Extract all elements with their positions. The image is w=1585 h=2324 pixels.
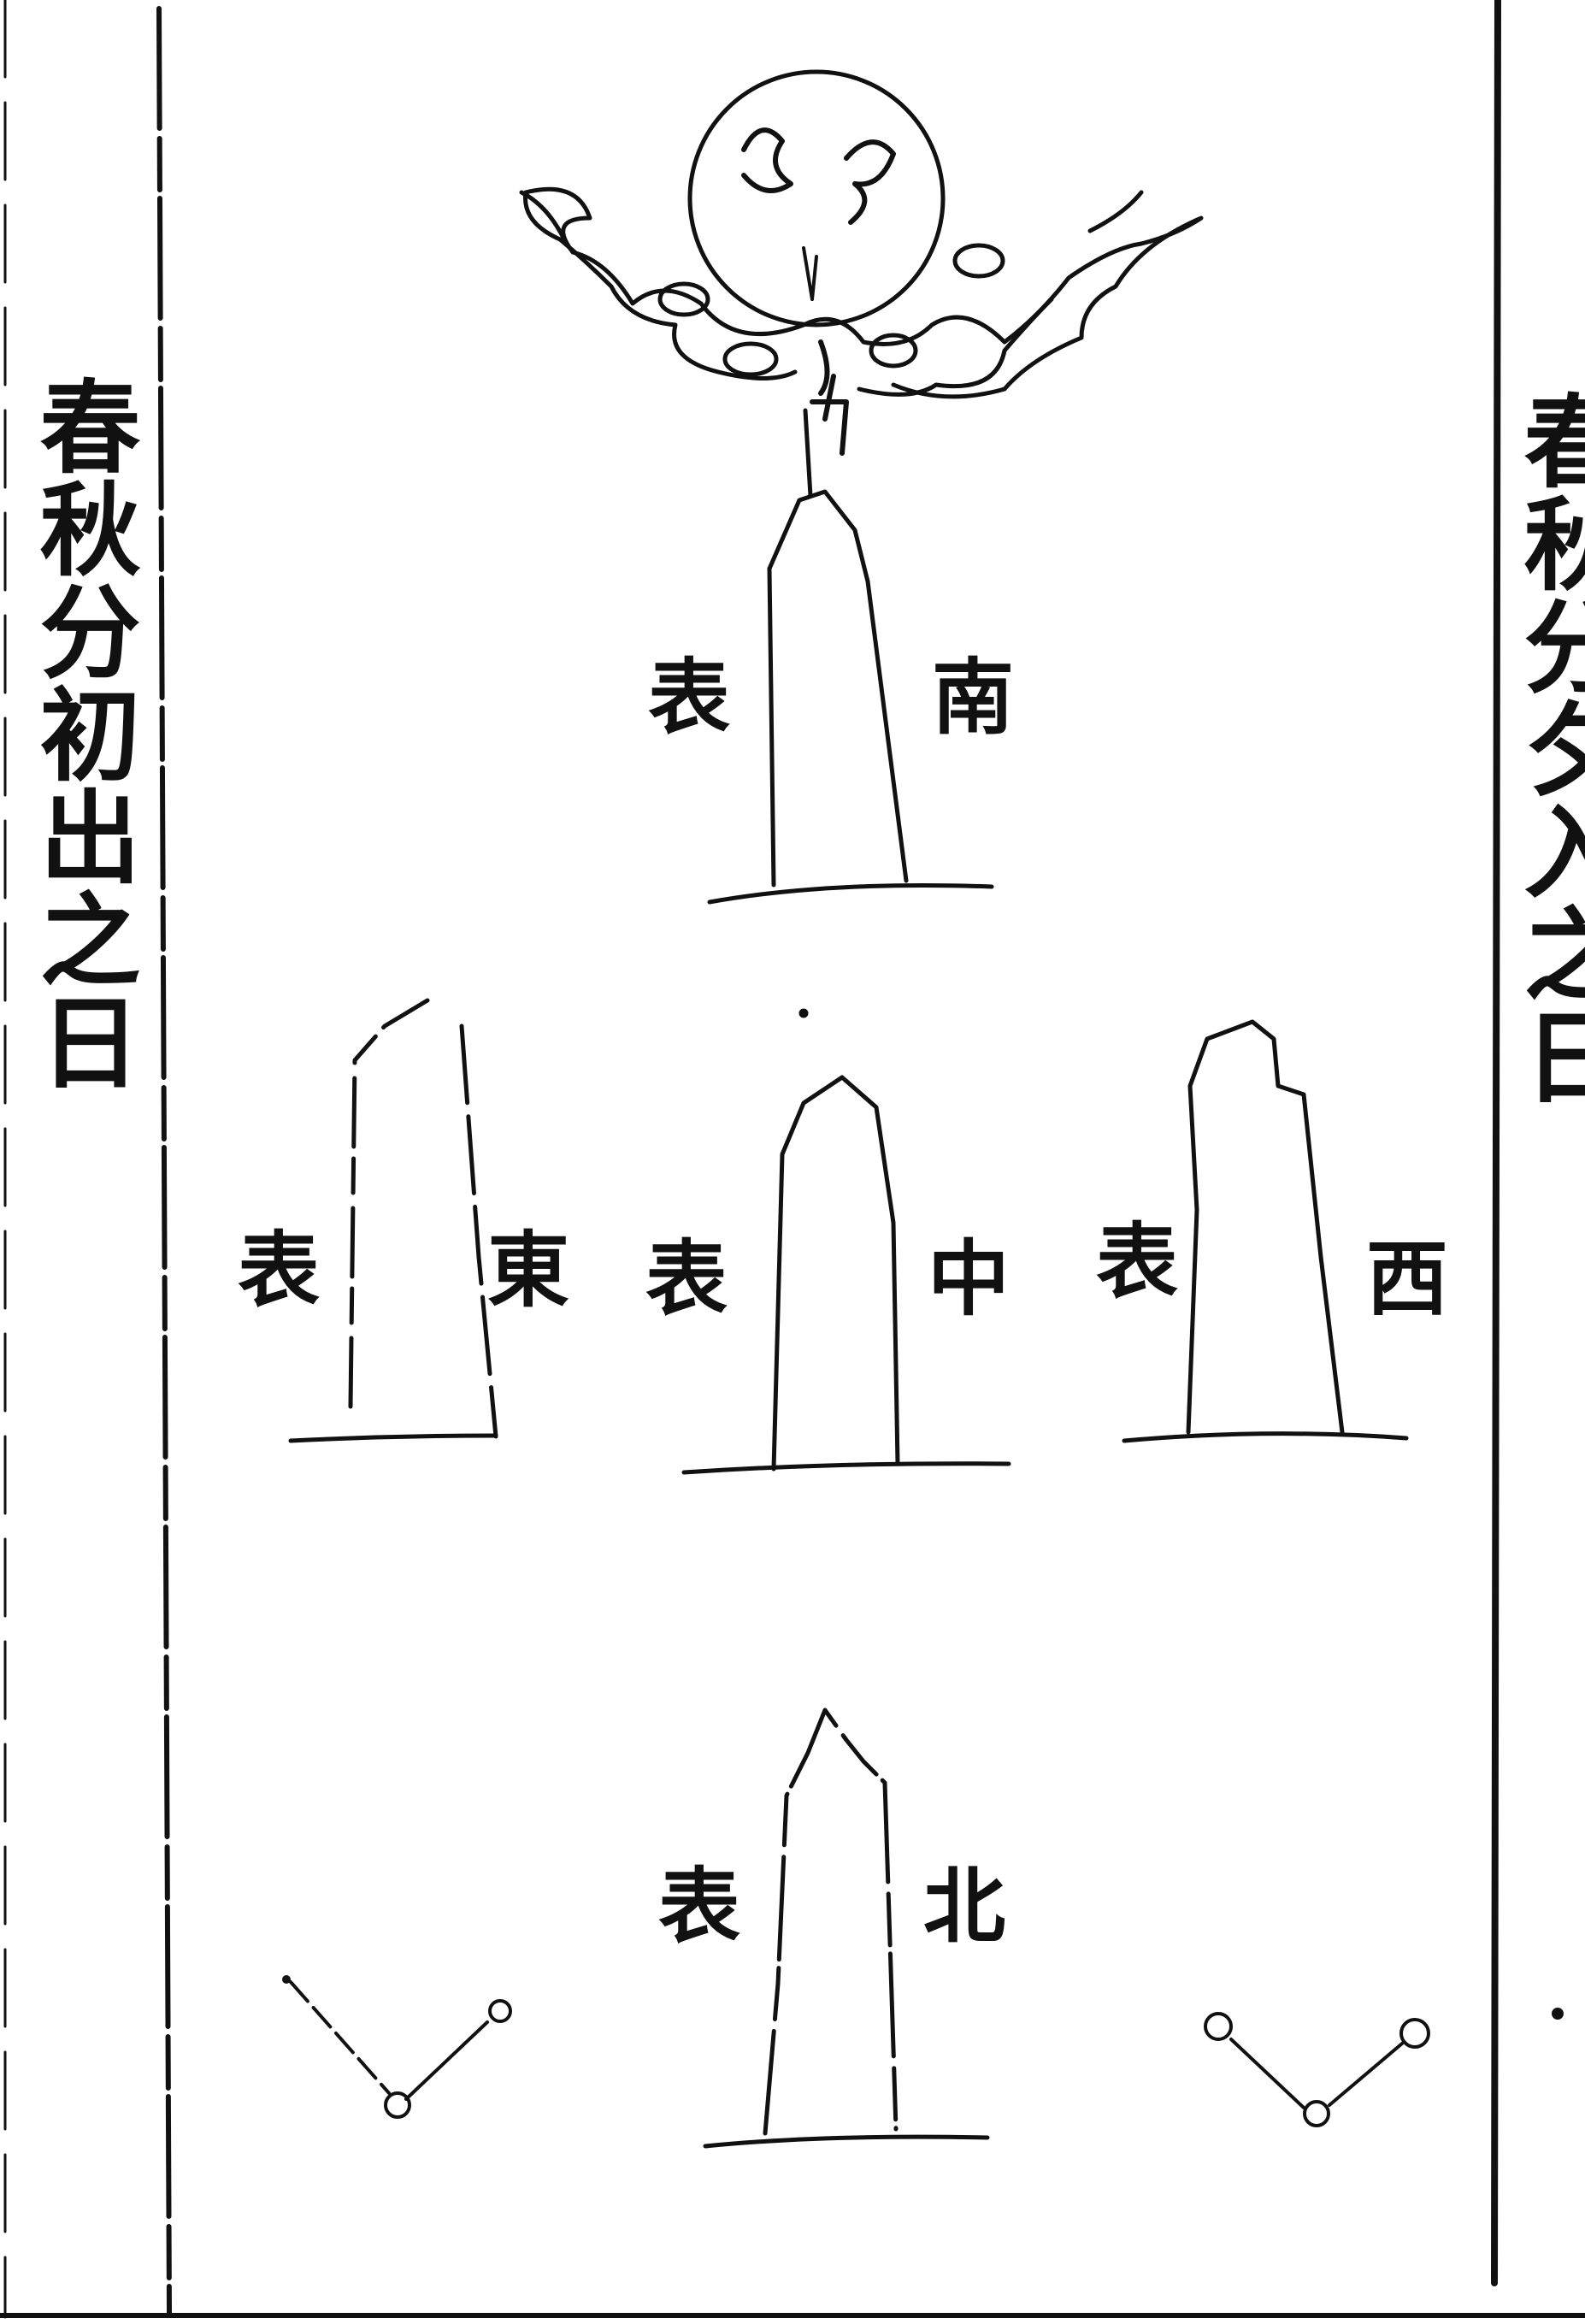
south-direction-label: 南 bbox=[932, 649, 1014, 746]
west-direction-label: 西 bbox=[1366, 1230, 1448, 1327]
center-direction-label: 中 bbox=[928, 1230, 1010, 1327]
right-column-title: 春秋分夕入之日 bbox=[1515, 389, 1585, 1107]
right-column-clip: 春秋分夕入之日 bbox=[1515, 389, 1585, 1261]
north-pillar-label: 表 bbox=[658, 1858, 740, 1955]
sun-cloud-icon bbox=[519, 69, 1204, 456]
right-dot bbox=[1552, 2008, 1564, 2020]
center-pillar bbox=[681, 1008, 1011, 1475]
south-pillar bbox=[707, 408, 994, 905]
left-constellation-icon bbox=[282, 1975, 512, 2119]
north-pillar bbox=[703, 1708, 990, 2149]
right-border-line bbox=[1491, 0, 1501, 2286]
west-pillar-label: 表 bbox=[1096, 1213, 1178, 1310]
north-direction-label: 北 bbox=[923, 1858, 1005, 1955]
east-direction-label: 東 bbox=[487, 1222, 569, 1318]
west-pillar bbox=[1122, 1019, 1409, 1443]
east-pillar bbox=[288, 998, 498, 1443]
left-border-line bbox=[156, 6, 172, 2315]
east-pillar-label: 表 bbox=[238, 1222, 320, 1318]
south-pillar-label: 表 bbox=[648, 649, 730, 746]
left-column-title: 春秋分初出之日 bbox=[22, 375, 141, 1093]
right-constellation-icon bbox=[1204, 2012, 1430, 2127]
center-pillar-label: 表 bbox=[645, 1230, 728, 1327]
